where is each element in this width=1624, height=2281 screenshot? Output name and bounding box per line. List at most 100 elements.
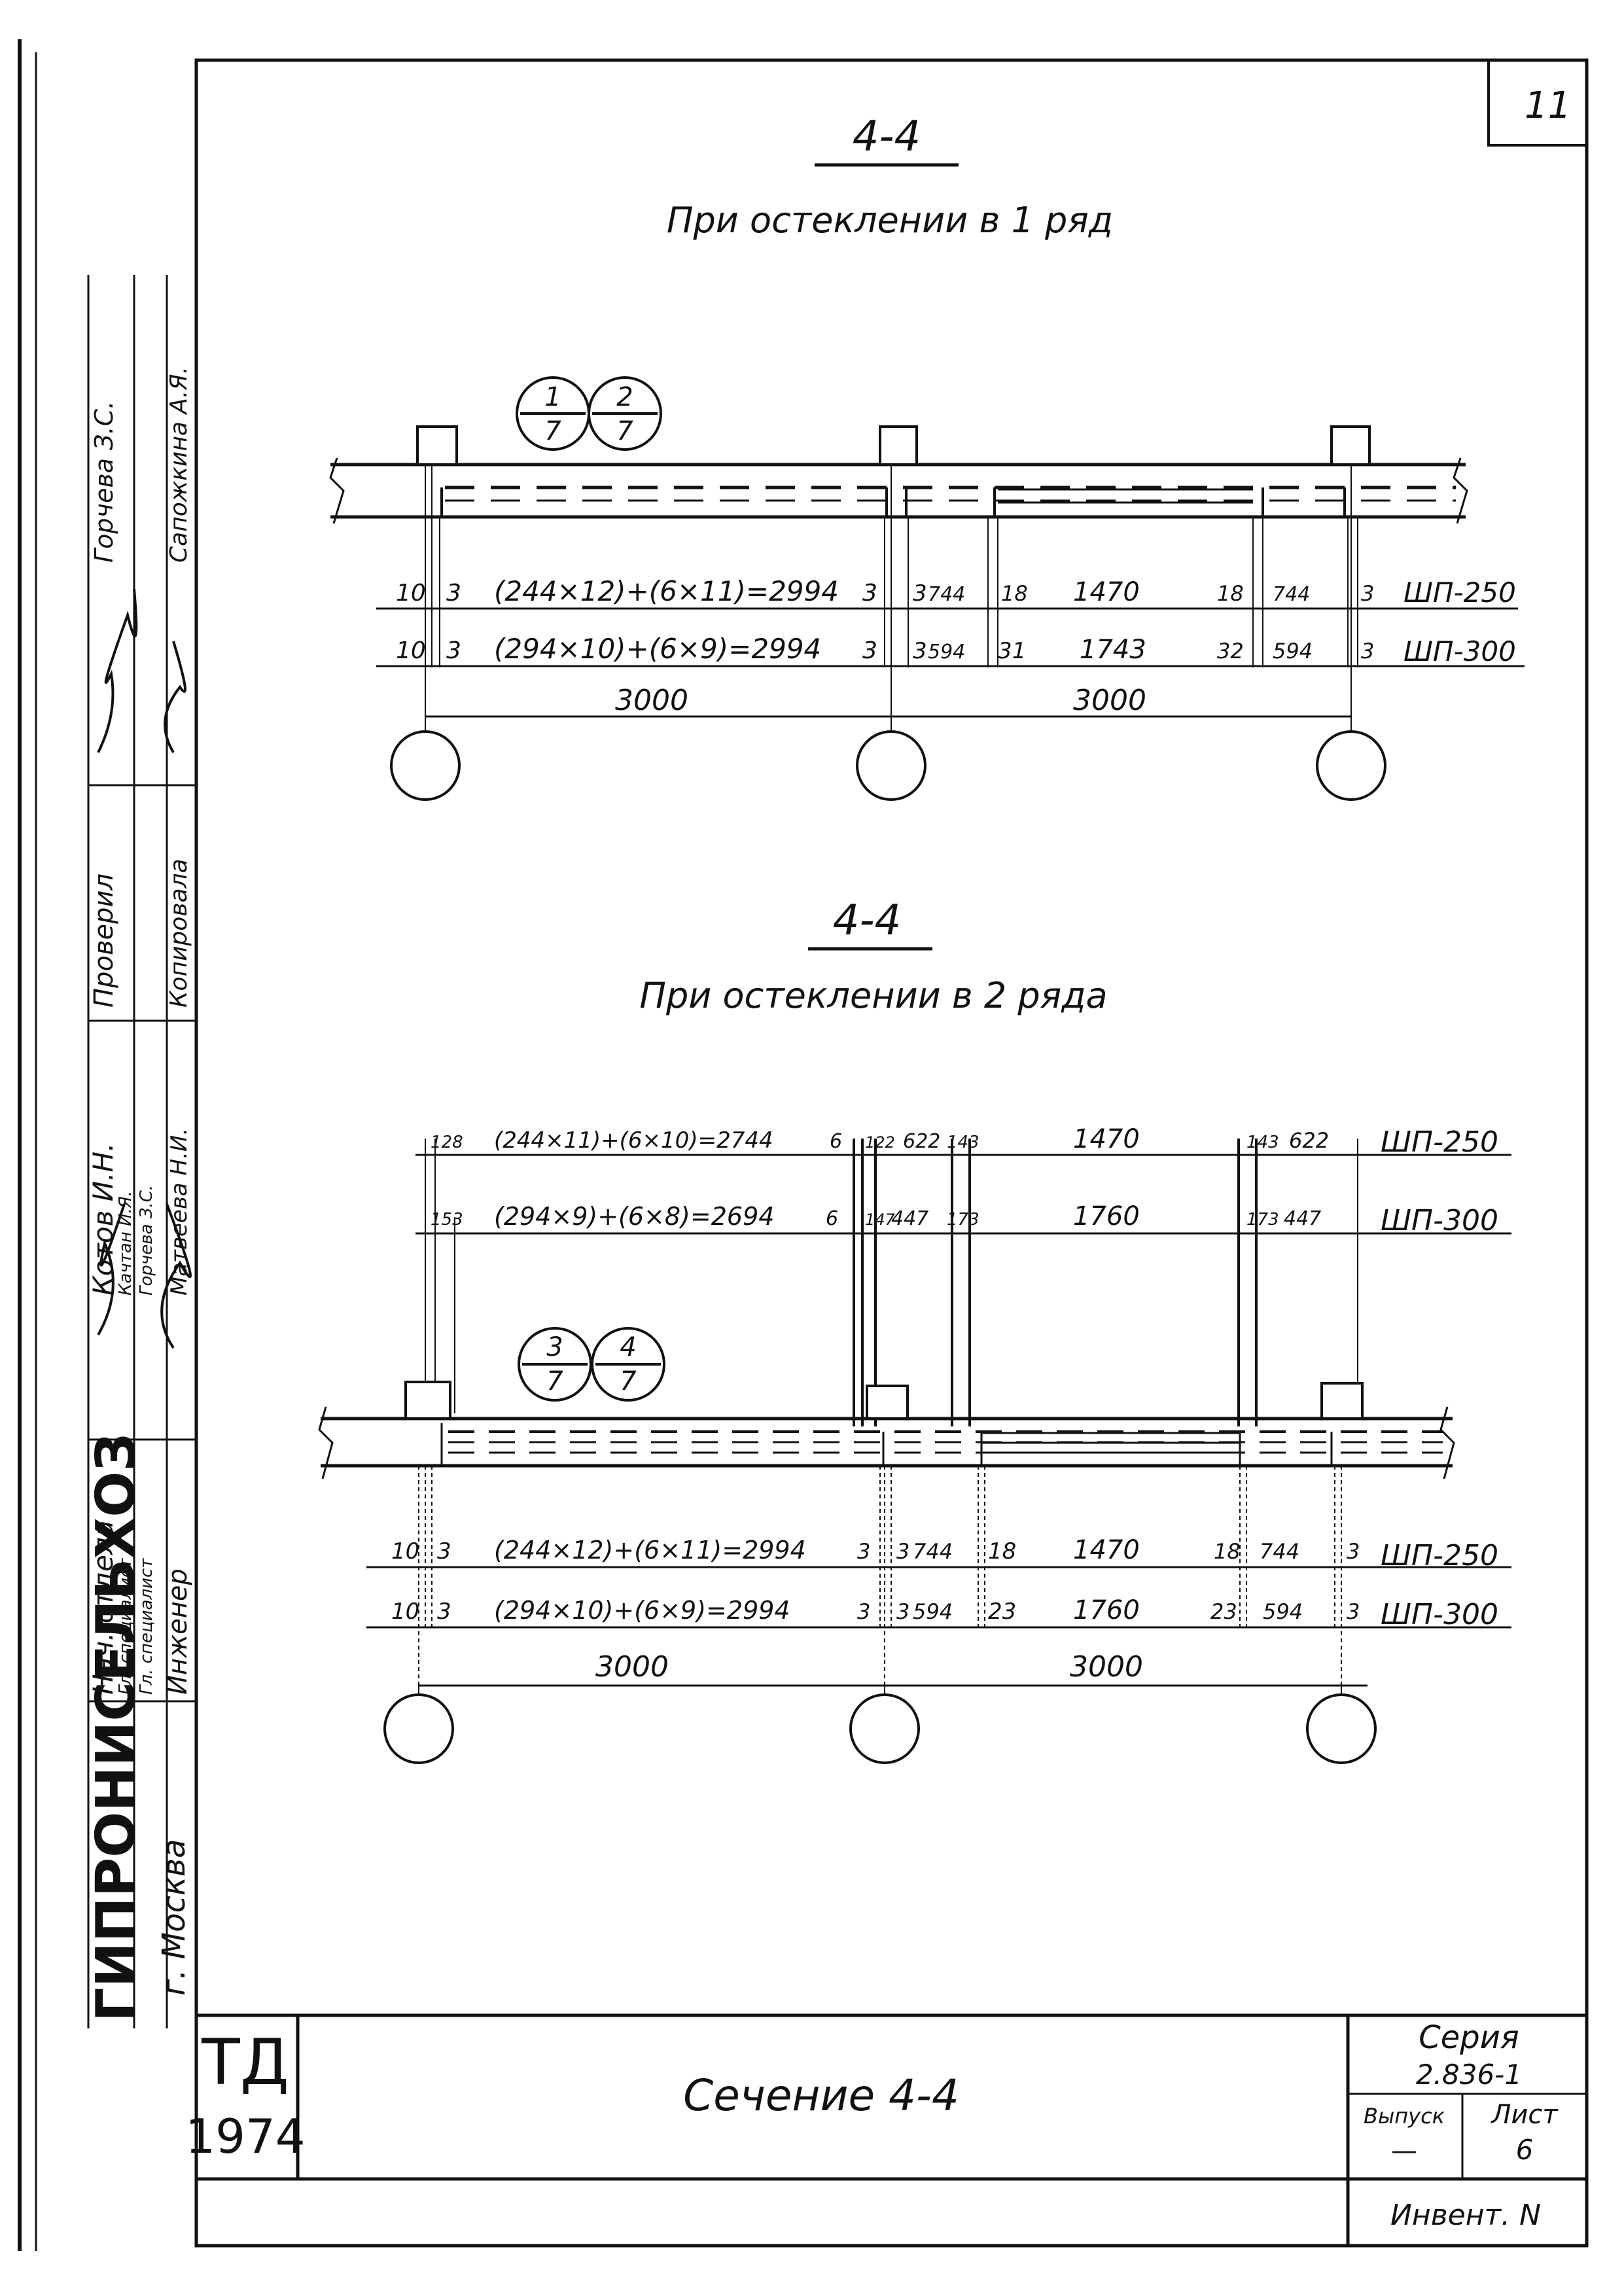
- stamp-role-2: Гл. специалист: [116, 1558, 135, 1695]
- issue-value: —: [1391, 2136, 1417, 2166]
- drawing-title: Сечение 4-4: [683, 2070, 959, 2121]
- svg-text:(244×12)+(6×11)=2994: (244×12)+(6×11)=2994: [494, 575, 839, 607]
- callout-4-7: 4 7: [591, 1327, 665, 1402]
- svg-text:622: 622: [903, 1130, 940, 1153]
- svg-text:3: 3: [546, 1332, 563, 1362]
- svg-text:3: 3: [1361, 581, 1374, 606]
- svg-text:7: 7: [616, 416, 633, 446]
- stamp-role-3: Гл. специалист: [137, 1558, 156, 1695]
- section-1-subtitle: При остеклении в 1 ряд: [667, 200, 1113, 241]
- svg-text:3: 3: [446, 637, 461, 664]
- stamp-name-2: Качтан И.Я.: [116, 1191, 135, 1296]
- svg-text:3: 3: [913, 638, 927, 664]
- svg-text:18: 18: [1001, 581, 1028, 606]
- svg-text:10: 10: [391, 1599, 419, 1625]
- section-1: 4-4 При остеклении в 1 ряд 1 7 2 7: [329, 113, 1525, 801]
- svg-text:3: 3: [1361, 639, 1374, 663]
- stamp-role-4: Инженер: [163, 1568, 193, 1695]
- svg-text:3000: 3000: [1070, 1650, 1143, 1684]
- svg-text:3: 3: [862, 580, 877, 607]
- stamp-copied-label: Копировала: [166, 858, 192, 1008]
- svg-text:ШП-300: ШП-300: [1403, 635, 1516, 667]
- title-block: ТД 1974 Сечение 4-4 Серия 2.836-1 Выпуск…: [185, 2013, 1587, 2246]
- callout-3-7: 3 7: [518, 1327, 592, 1402]
- sheet-value: 6: [1516, 2134, 1534, 2166]
- svg-text:744: 744: [928, 583, 965, 606]
- stamp-copied-name: Сапожкина А.Я.: [166, 366, 192, 563]
- grid-axis-circles-1: [390, 716, 1386, 801]
- series-value: 2.836-1: [1416, 2059, 1522, 2091]
- series-label: Серия: [1419, 2019, 1519, 2056]
- svg-text:2: 2: [616, 382, 633, 412]
- title-block-year: 1974: [185, 2109, 305, 2164]
- svg-text:10: 10: [396, 637, 426, 664]
- drawing-frame: [18, 39, 1589, 2251]
- sheet-label: Лист: [1490, 2100, 1559, 2130]
- wall-section-2: [318, 1381, 1455, 1479]
- svg-text:1470: 1470: [1073, 577, 1140, 607]
- svg-text:594: 594: [1263, 1599, 1303, 1624]
- svg-text:3: 3: [862, 637, 877, 664]
- svg-text:3: 3: [857, 1599, 870, 1624]
- dim-row-1-shp300: 10 3 (294×10)+(6×9)=2994 3 3 594 31 1743…: [376, 633, 1525, 667]
- svg-text:147: 147: [865, 1211, 896, 1229]
- svg-text:622: 622: [1289, 1128, 1329, 1153]
- svg-text:18: 18: [1214, 1539, 1241, 1564]
- dim-row-2-shp250: 10 3 (244×12)+(6×11)=2994 3 3 744 18 147…: [366, 1535, 1511, 1572]
- svg-text:1760: 1760: [1073, 1201, 1140, 1231]
- issue-label: Выпуск: [1364, 2104, 1445, 2129]
- grid-axis-circles-2: [383, 1686, 1377, 1764]
- svg-text:1: 1: [544, 382, 561, 412]
- title-block-mark: ТД: [201, 2026, 289, 2099]
- svg-text:6: 6: [826, 1207, 838, 1230]
- svg-text:744: 744: [913, 1539, 953, 1564]
- callout-2-7: 2 7: [588, 376, 662, 451]
- svg-text:7: 7: [546, 1366, 563, 1396]
- svg-text:18: 18: [988, 1538, 1016, 1565]
- section-1-title: 4-4: [853, 113, 921, 161]
- extension-lines-1: [425, 465, 1358, 720]
- span-dimension-2: 3000 3000: [419, 1650, 1368, 1687]
- svg-text:10: 10: [396, 580, 426, 607]
- svg-text:4: 4: [620, 1332, 636, 1362]
- svg-text:7: 7: [620, 1366, 637, 1396]
- svg-text:594: 594: [1273, 639, 1313, 663]
- svg-text:ШП-250: ШП-250: [1381, 1125, 1498, 1159]
- svg-text:3: 3: [1347, 1599, 1360, 1624]
- svg-text:1470: 1470: [1073, 1124, 1140, 1154]
- section-2: 4-4 При остеклении в 2 ряда 128 (244×11)…: [318, 896, 1511, 1764]
- svg-text:594: 594: [928, 641, 965, 663]
- svg-text:ШП-250: ШП-250: [1381, 1539, 1498, 1572]
- svg-text:(294×10)+(6×9)=2994: (294×10)+(6×9)=2994: [494, 1596, 790, 1625]
- svg-text:153: 153: [431, 1210, 463, 1229]
- svg-text:(244×12)+(6×11)=2994: (244×12)+(6×11)=2994: [494, 1536, 806, 1565]
- svg-text:(244×11)+(6×10)=2744: (244×11)+(6×10)=2744: [494, 1127, 773, 1154]
- svg-text:173: 173: [1246, 1210, 1279, 1229]
- svg-text:32: 32: [1217, 639, 1244, 663]
- svg-text:10: 10: [391, 1538, 419, 1565]
- svg-text:3: 3: [896, 1599, 909, 1624]
- svg-text:(294×10)+(6×9)=2994: (294×10)+(6×9)=2994: [494, 633, 821, 665]
- stamp-name-3: Горчева З.С.: [137, 1185, 156, 1296]
- section-2-title: 4-4: [833, 896, 902, 945]
- svg-text:447: 447: [1284, 1207, 1321, 1230]
- page-number: 11: [1525, 84, 1571, 127]
- svg-text:122: 122: [865, 1133, 895, 1152]
- svg-text:744: 744: [1273, 583, 1310, 606]
- svg-text:3: 3: [1347, 1539, 1360, 1564]
- svg-text:3: 3: [437, 1538, 451, 1565]
- inventory-label: Инвент. N: [1390, 2199, 1541, 2232]
- svg-text:1743: 1743: [1080, 635, 1146, 665]
- svg-text:1760: 1760: [1073, 1595, 1140, 1625]
- stamp-city: г. Москва: [156, 1839, 192, 1996]
- svg-text:3000: 3000: [615, 684, 688, 717]
- svg-text:23: 23: [1210, 1599, 1237, 1624]
- svg-text:23: 23: [988, 1599, 1016, 1625]
- svg-text:3: 3: [857, 1539, 870, 1564]
- svg-text:6: 6: [830, 1130, 842, 1153]
- wall-section-1: [329, 425, 1468, 524]
- stamp-checked-name: Горчева З.С.: [90, 401, 118, 563]
- svg-text:31: 31: [998, 638, 1026, 664]
- dim-row-1-shp250: 10 3 (244×12)+(6×11)=2994 3 3 744 18 147…: [376, 575, 1518, 610]
